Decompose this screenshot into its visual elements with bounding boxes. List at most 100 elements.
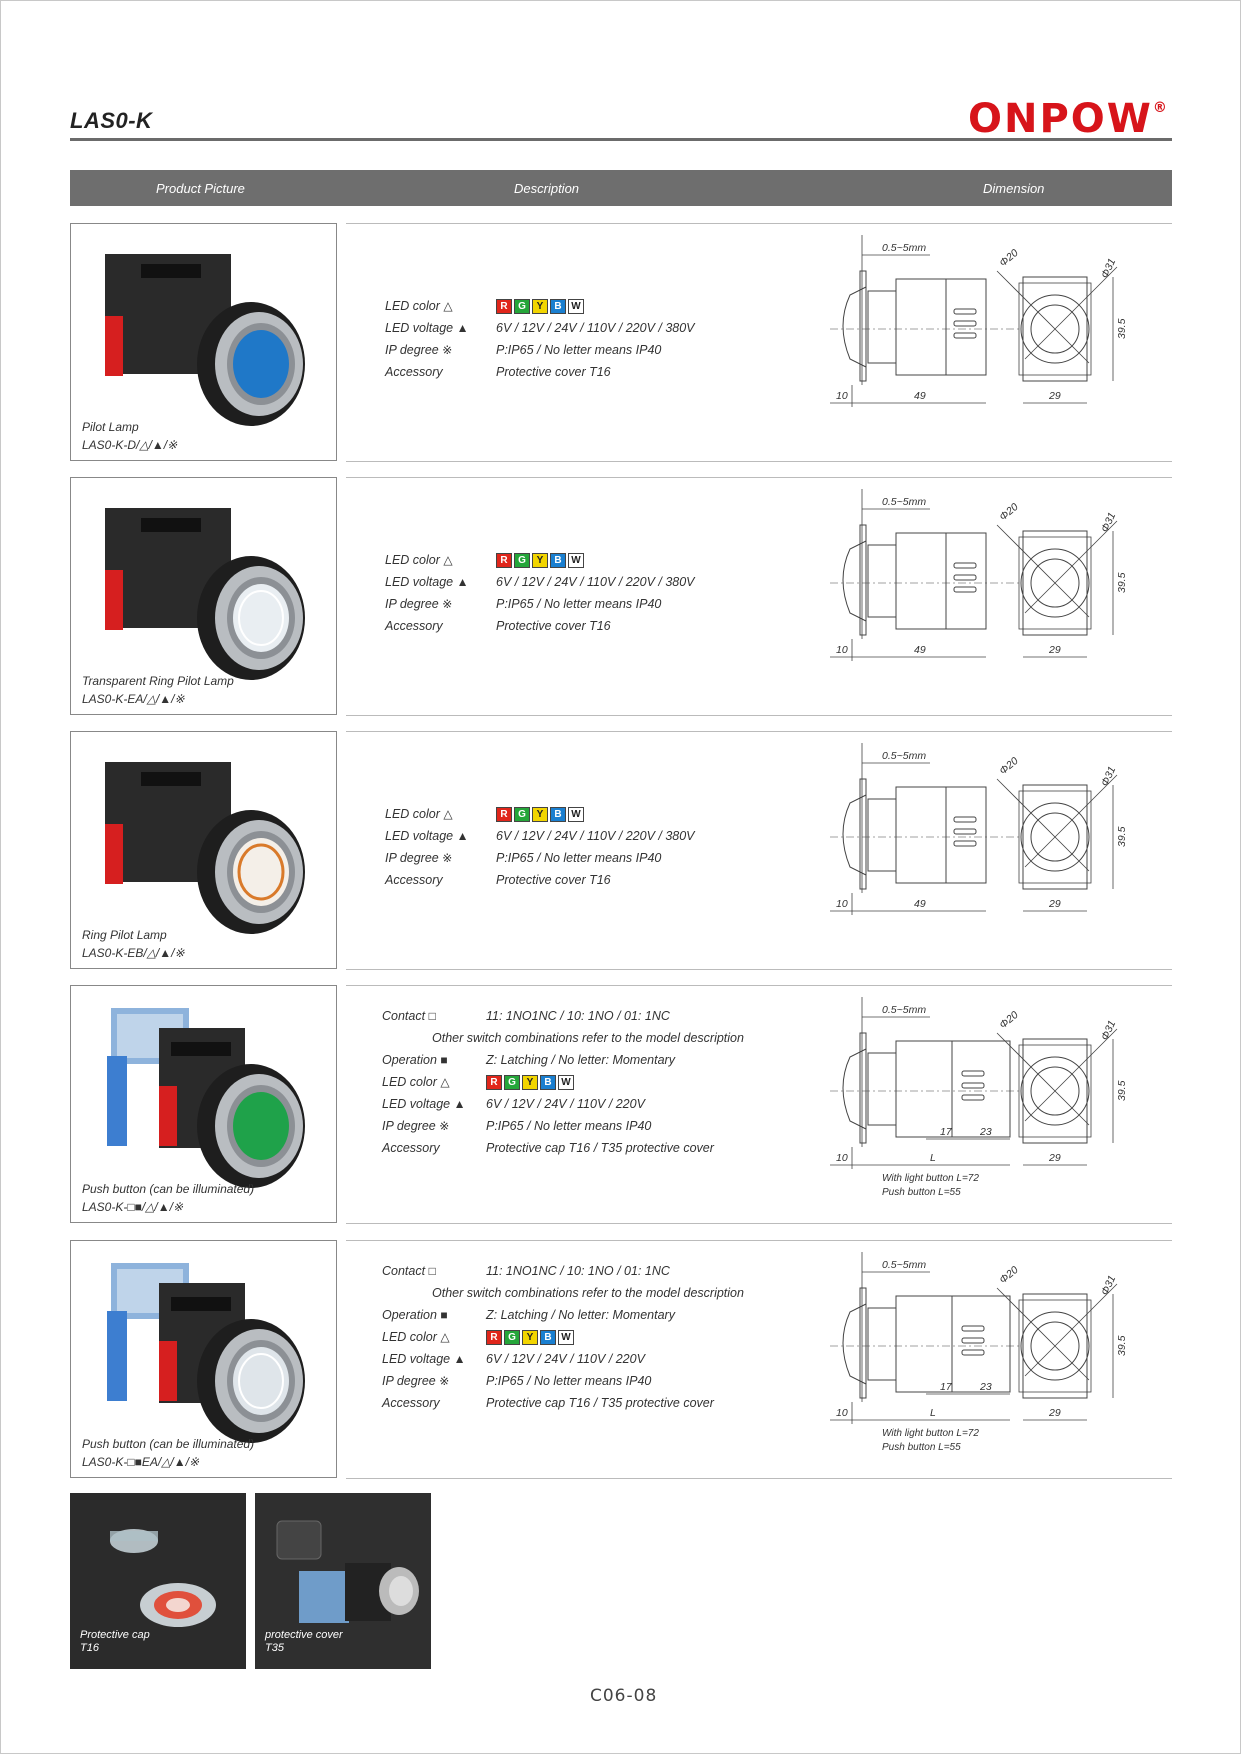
led-chip: W <box>558 1075 574 1091</box>
led-chip: G <box>514 553 530 569</box>
light-ring <box>238 1353 284 1409</box>
led-chip: R <box>486 1075 502 1091</box>
dim-width: 29 <box>1048 898 1061 910</box>
dim-front: 10 <box>836 1407 848 1419</box>
dim-height: 39.5 <box>1116 572 1128 593</box>
spec-label: LED color △ <box>385 553 453 567</box>
product-name: Pilot Lamp <box>82 420 139 434</box>
dim-seg2: 23 <box>979 1126 992 1138</box>
dim-height: 39.5 <box>1116 1080 1128 1101</box>
spec-value: Other switch combinations refer to the m… <box>432 1031 744 1045</box>
dim-note-push: Push button L=55 <box>882 1187 961 1197</box>
product-name: Push button (can be illuminated) <box>82 1182 255 1196</box>
row-bottom-rule <box>346 715 1172 716</box>
spec-label: LED color △ <box>385 299 453 313</box>
spec-value: P:IP65 / No letter means IP40 <box>486 1119 652 1133</box>
dim-height: 39.5 <box>1116 826 1128 847</box>
dim-d20: Φ20 <box>997 755 1021 777</box>
spec-label: IP degree ※ <box>385 597 453 611</box>
body-outline <box>895 1295 953 1393</box>
dim-d20: Φ20 <box>997 501 1021 523</box>
panel-section <box>859 778 867 890</box>
spec-value: 11: 1NO1NC / 10: 1NO / 01: 1NC <box>486 1264 670 1278</box>
product-code: LAS0-K-EA/△/▲/※ <box>82 692 185 706</box>
lens <box>233 838 289 906</box>
led-chip: B <box>540 1330 556 1346</box>
dim-front: 10 <box>836 898 848 910</box>
product-name: Ring Pilot Lamp <box>82 928 167 942</box>
spec-label: LED voltage ▲ <box>382 1097 466 1111</box>
panel-section <box>859 1032 867 1144</box>
product-photo <box>107 1263 305 1443</box>
body-outline <box>895 532 947 630</box>
led-chip: W <box>568 553 584 569</box>
spec-value: P:IP65 / No letter means IP40 <box>496 343 662 357</box>
dim-front: 10 <box>836 1152 848 1164</box>
spec-value: P:IP65 / No letter means IP40 <box>486 1374 652 1388</box>
front-view-outline <box>1022 1038 1088 1144</box>
dim-front: 10 <box>836 390 848 402</box>
dim-panel: 0.5~5mm <box>882 1259 926 1271</box>
title-rule <box>70 138 1172 141</box>
product-photo <box>107 1008 305 1188</box>
spec-value: Protective cover T16 <box>496 873 611 887</box>
row-top-rule <box>346 223 1172 224</box>
row-top-rule <box>346 985 1172 986</box>
spec-label: Operation ■ <box>382 1308 448 1322</box>
led-chip: B <box>550 553 566 569</box>
spec-label: LED voltage ▲ <box>382 1352 466 1366</box>
led-chip: Y <box>532 299 548 315</box>
dim-body: 49 <box>914 390 926 402</box>
light-ring <box>238 590 284 646</box>
spec-value: Protective cap T16 / T35 protective cove… <box>486 1141 714 1155</box>
red-terminal <box>159 1086 177 1146</box>
spec-value: Other switch combinations refer to the m… <box>432 1286 744 1300</box>
led-chip: W <box>558 1330 574 1346</box>
spec-value: 6V / 12V / 24V / 110V / 220V / 380V <box>496 829 695 843</box>
dim-panel: 0.5~5mm <box>882 750 926 762</box>
dim-seg1: 17 <box>940 1126 953 1138</box>
body-outline <box>895 278 947 376</box>
spec-value: P:IP65 / No letter means IP40 <box>496 597 662 611</box>
row-bottom-rule <box>346 1223 1172 1224</box>
header-dimension: Dimension <box>983 181 1045 196</box>
spec-label: Accessory <box>382 1141 440 1155</box>
row-bottom-rule <box>346 969 1172 970</box>
dim-seg1: 17 <box>940 1381 953 1393</box>
spec-label: Accessory <box>385 873 443 887</box>
button-head-outline <box>842 540 867 622</box>
led-chip: B <box>550 807 566 823</box>
red-terminal <box>105 824 123 884</box>
spec-label: LED color △ <box>385 807 453 821</box>
spec-label: LED voltage ▲ <box>385 321 469 335</box>
panel-section <box>859 524 867 636</box>
lens <box>233 330 289 398</box>
row-top-rule <box>346 1240 1172 1241</box>
red-terminal <box>159 1341 177 1401</box>
product-name: Transparent Ring Pilot Lamp <box>82 674 234 688</box>
product-code: LAS0-K-D/△/▲/※ <box>82 438 178 452</box>
spec-value: Z: Latching / No letter: Momentary <box>486 1053 675 1067</box>
dim-body: L <box>930 1407 936 1419</box>
brand-logo: ONPOW® <box>968 96 1169 142</box>
dim-d20: Φ20 <box>997 1009 1021 1031</box>
led-chip: B <box>550 299 566 315</box>
red-terminal <box>105 316 123 376</box>
spec-label: IP degree ※ <box>382 1374 450 1388</box>
led-chip: G <box>514 299 530 315</box>
led-chip: G <box>504 1330 520 1346</box>
